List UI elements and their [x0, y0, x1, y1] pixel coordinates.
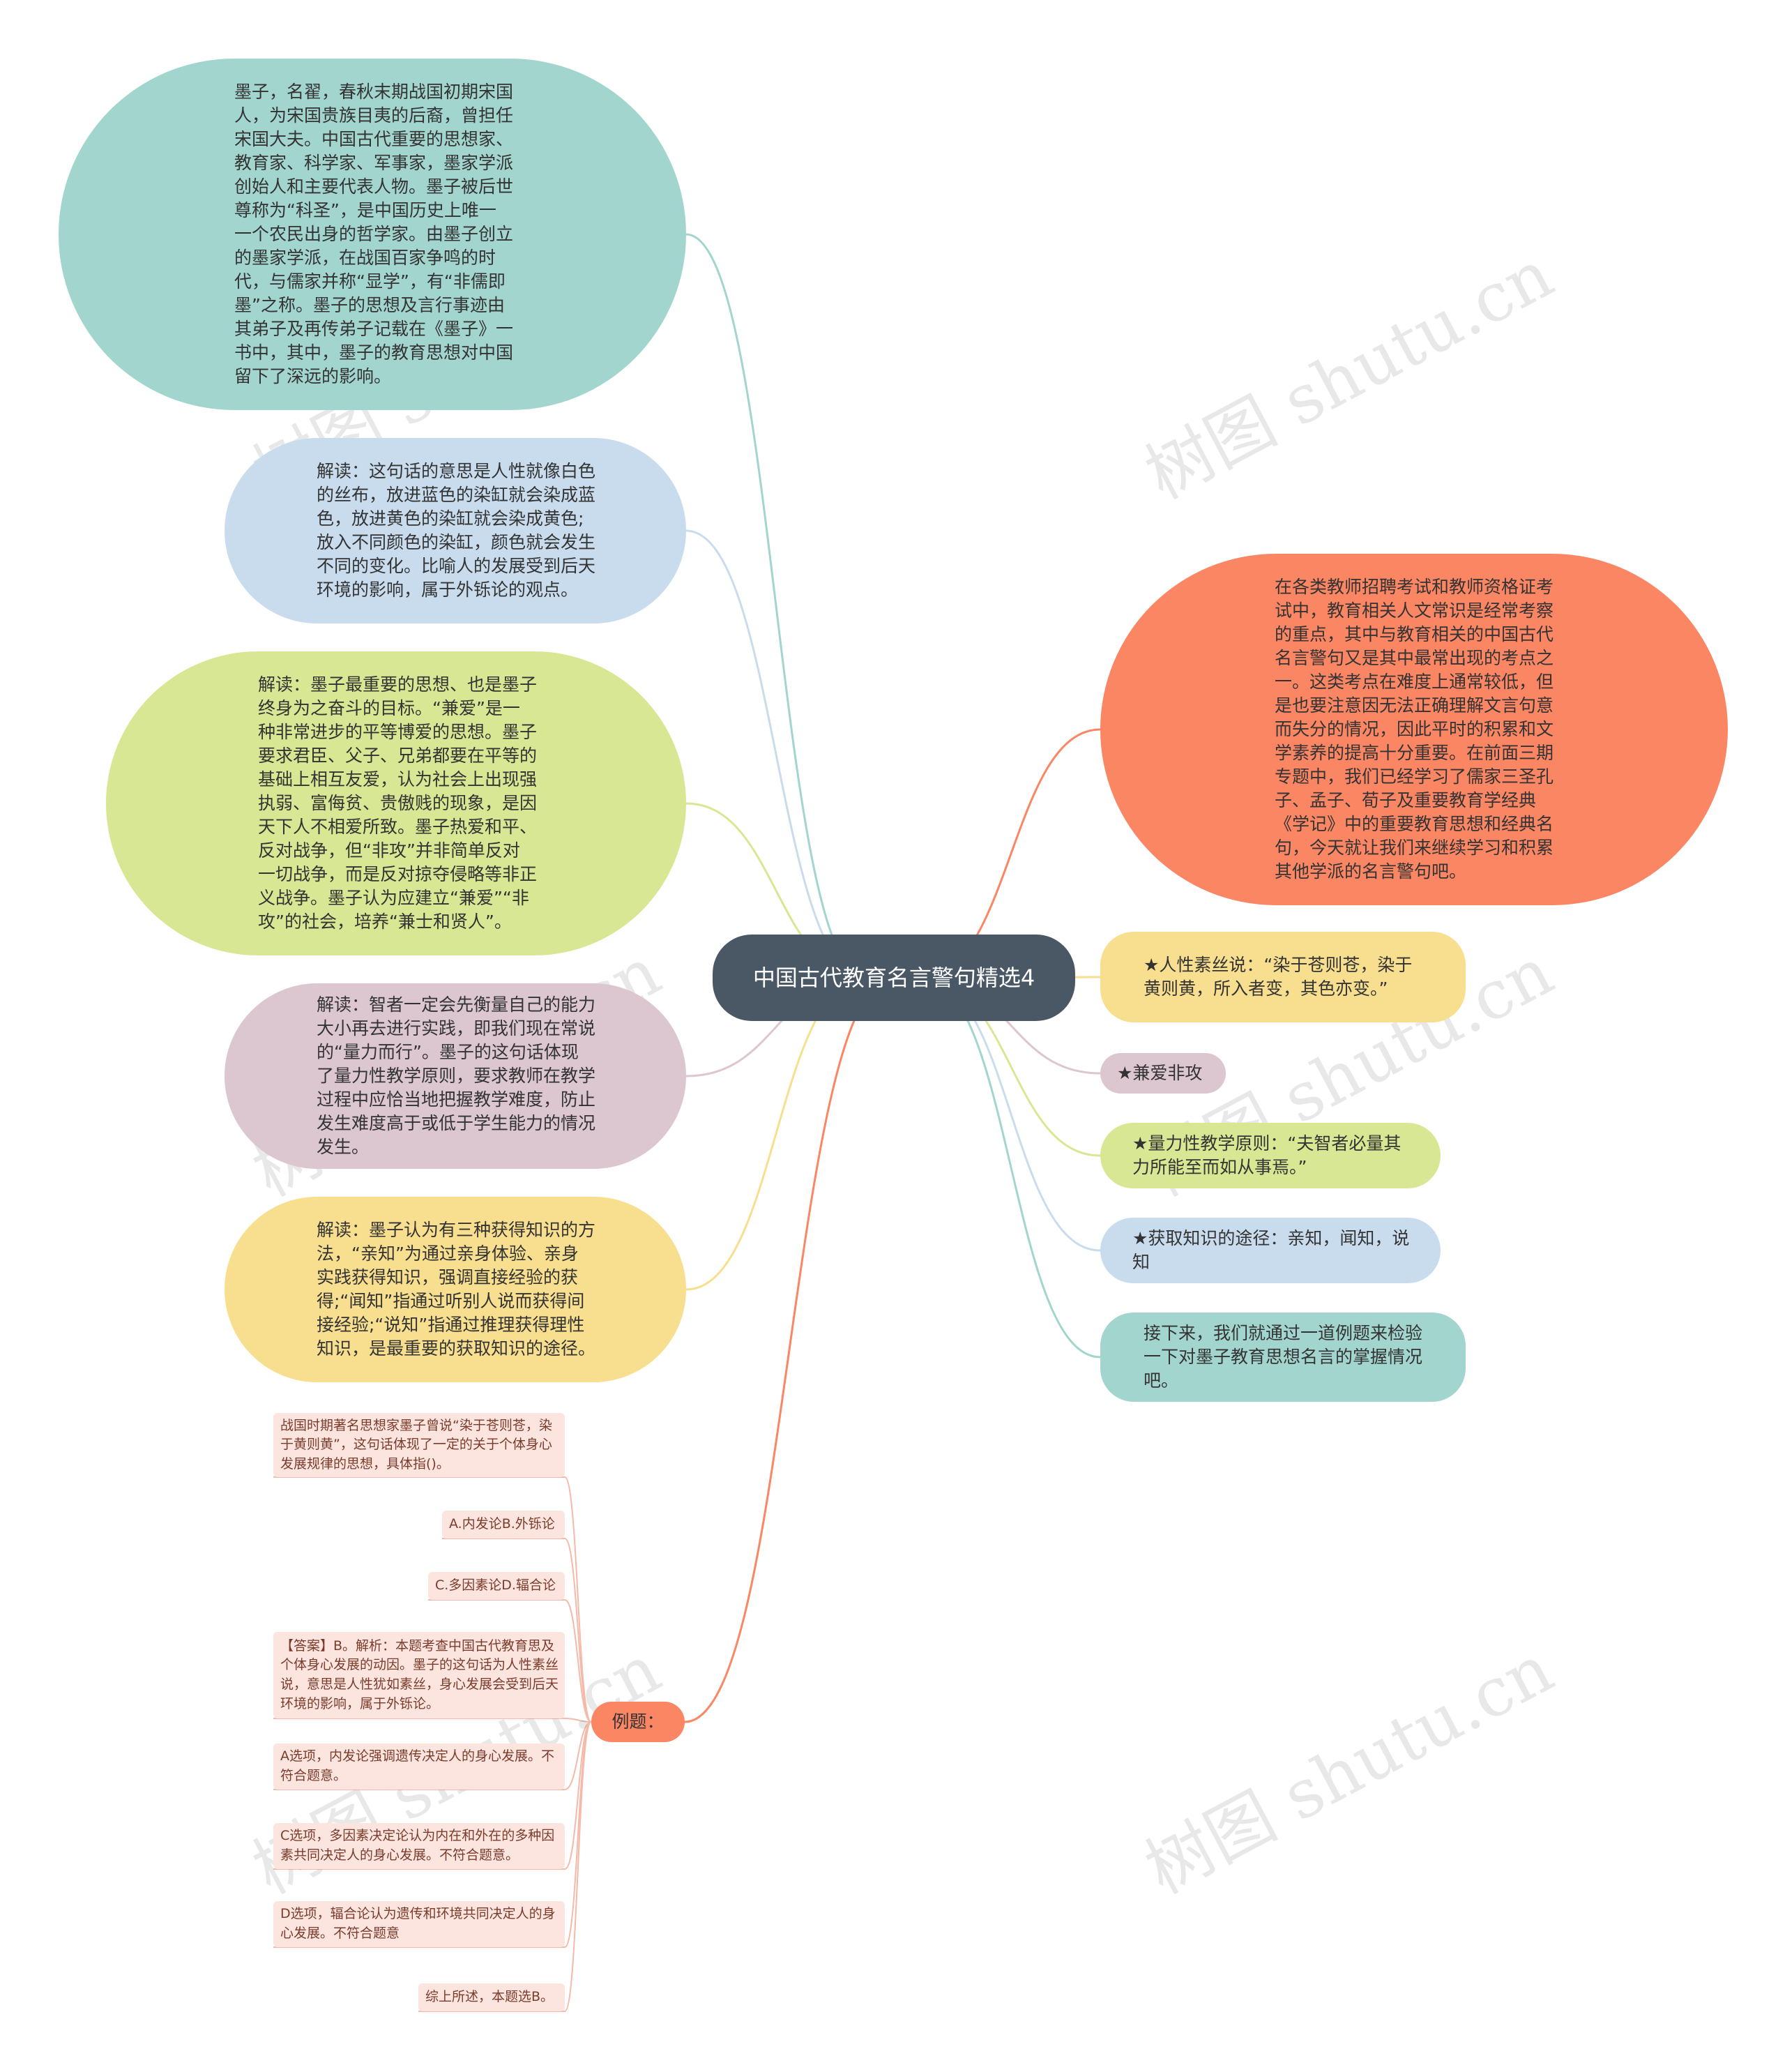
- connector-line: [564, 1721, 592, 1790]
- example-conclusion: 综上所述，本题选B。: [418, 1983, 565, 2011]
- topic-text: 墨子，名翟，春秋末期战国初期宋国人，为宋国贵族目夷的后裔，曾担任宋国大夫。中国古…: [234, 82, 514, 386]
- connector-line: [685, 233, 867, 979]
- right-topic-capacity-principle[interactable]: ★量力性教学原则：“夫智者必量其力所能至而如从事焉。”: [1100, 1123, 1441, 1188]
- topic-text: 解读：智者一定会先衡量自己的能力大小再去进行实践，即我们现在常说的“量力而行”。…: [317, 995, 596, 1157]
- topic-text: 例题：: [612, 1711, 664, 1732]
- right-topic-next-example[interactable]: 接下来，我们就通过一道例题来检验一下对墨子教育思想名言的掌握情况吧。: [1100, 1313, 1466, 1402]
- example-explain-c: C选项，多因素决定论认为内在和外在的多种因素共同决定人的身心发展。不符合题意。: [273, 1823, 565, 1869]
- left-topic-interpret-silk[interactable]: 解读：这句话的意思是人性就像白色的丝布，放进蓝色的染缸就会染成蓝色，放进黄色的染…: [225, 438, 686, 623]
- leaf-text: A选项，内发论强调遗传决定人的身心发展。不符合题意。: [280, 1748, 554, 1783]
- example-explain-a: A选项，内发论强调遗传决定人的身心发展。不符合题意。: [273, 1744, 565, 1790]
- connector-line: [921, 976, 1101, 1359]
- leaf-text: 综上所述，本题选B。: [425, 1989, 554, 2005]
- leaf-text: 战国时期著名思想家墨子曾说“染于苍则苍，染于黄则黄”，这句话体现了一定的关于个体…: [280, 1417, 552, 1472]
- leaf-text: D选项，辐合论认为遗传和环境共同决定人的身心发展。不符合题意: [280, 1906, 556, 1941]
- leaf-text: C.多因素论D.辐合论: [435, 1578, 556, 1594]
- topic-text: 解读：墨子认为有三种获得知识的方法，“亲知”为通过亲身体验、亲身实践获得知识，强…: [317, 1220, 596, 1359]
- leaf-text: A.内发论B.外铄论: [449, 1516, 555, 1532]
- topic-text: 解读：墨子最重要的思想、也是墨子终身为之奋斗的目标。“兼爱”是一种非常进步的平等…: [258, 674, 538, 932]
- topic-text: ★人性素丝说：“染于苍则苍，染于黄则黄，所入者变，其色亦变。”: [1144, 955, 1413, 999]
- right-topic-jianai[interactable]: ★兼爱非攻: [1100, 1053, 1226, 1094]
- connector-line: [564, 1718, 592, 1723]
- left-topic-interpret-knowledge[interactable]: 解读：墨子认为有三种获得知识的方法，“亲知”为通过亲身体验、亲身实践获得知识，强…: [225, 1197, 686, 1382]
- right-topic-intro[interactable]: 在各类教师招聘考试和教师资格证考试中，教育相关人文常识是经常考察的重点，其中与教…: [1100, 554, 1728, 905]
- topic-text: 在各类教师招聘考试和教师资格证考试中，教育相关人文常识是经常考察的重点，其中与教…: [1275, 577, 1554, 882]
- example-topic[interactable]: 例题：: [591, 1702, 685, 1742]
- connector-line: [564, 1721, 592, 2012]
- connector-line: [684, 976, 895, 1723]
- example-option-cd: C.多因素论D.辐合论: [428, 1572, 565, 1600]
- example-option-ab: A.内发论B.外铄论: [442, 1511, 565, 1538]
- connector-line: [564, 1538, 592, 1723]
- right-topic-silk-theory[interactable]: ★人性素丝说：“染于苍则苍，染于黄则黄，所入者变，其色亦变。”: [1100, 932, 1466, 1022]
- topic-text: 接下来，我们就通过一道例题来检验一下对墨子教育思想名言的掌握情况吧。: [1144, 1323, 1423, 1391]
- center-topic[interactable]: 中国古代教育名言警句精选4: [713, 935, 1075, 1021]
- connector-line: [685, 976, 867, 1291]
- topic-text: ★量力性教学原则：“夫智者必量其力所能至而如从事焉。”: [1132, 1133, 1402, 1177]
- connector-line: [564, 1476, 592, 1723]
- leaf-text: 【答案】B。解析：本题考查中国古代教育思及个体身心发展的动因。墨子的这句话为人性…: [280, 1638, 559, 1711]
- left-topic-interpret-capacity[interactable]: 解读：智者一定会先衡量自己的能力大小再去进行实践，即我们现在常说的“量力而行”。…: [225, 983, 686, 1169]
- example-answer: 【答案】B。解析：本题考查中国古代教育思及个体身心发展的动因。墨子的这句话为人性…: [273, 1632, 565, 1718]
- example-question: 战国时期著名思想家墨子曾说“染于苍则苍，染于黄则黄”，这句话体现了一定的关于个体…: [273, 1413, 565, 1477]
- topic-text: ★兼爱非攻: [1117, 1063, 1203, 1083]
- connector-line: [564, 1599, 592, 1723]
- center-topic-label: 中国古代教育名言警句精选4: [752, 964, 1035, 991]
- topic-text: ★获取知识的途径：亲知，闻知，说知: [1132, 1228, 1410, 1272]
- leaf-text: C选项，多因素决定论认为内在和外在的多种因素共同决定人的身心发展。不符合题意。: [280, 1828, 555, 1863]
- topic-text: 解读：这句话的意思是人性就像白色的丝布，放进蓝色的染缸就会染成蓝色，放进黄色的染…: [317, 461, 596, 600]
- connector-line: [564, 1721, 592, 1870]
- left-topic-mozi-bio[interactable]: 墨子，名翟，春秋末期战国初期宋国人，为宋国贵族目夷的后裔，曾担任宋国大夫。中国古…: [59, 59, 686, 410]
- left-topic-interpret-jianai[interactable]: 解读：墨子最重要的思想、也是墨子终身为之奋斗的目标。“兼爱”是一种非常进步的平等…: [106, 651, 686, 955]
- example-explain-d: D选项，辐合论认为遗传和环境共同决定人的身心发展。不符合题意: [273, 1901, 565, 1947]
- right-topic-knowledge-ways[interactable]: ★获取知识的途径：亲知，闻知，说知: [1100, 1218, 1441, 1283]
